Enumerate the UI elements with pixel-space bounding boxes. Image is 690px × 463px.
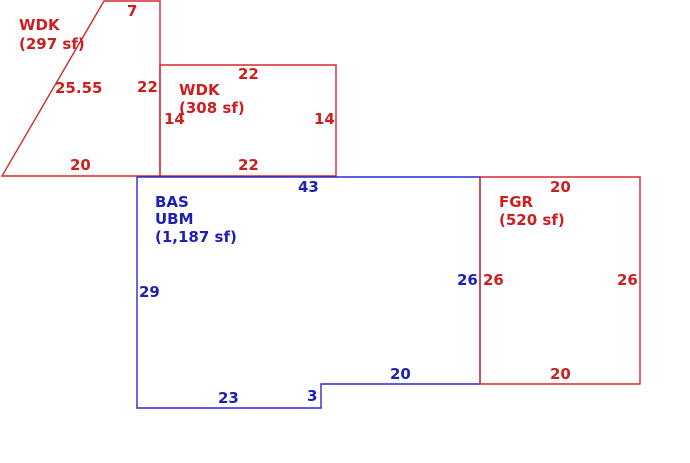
wdk-left-code: WDK [19, 16, 61, 34]
wdk-right-area-label: (308 sf) [179, 99, 245, 117]
wdk-right-code: WDK [179, 81, 221, 99]
bas-area-label: (1,187 sf) [155, 228, 237, 246]
wdk-right-dim-right: 14 [314, 110, 335, 128]
fgr-area-label: (520 sf) [499, 211, 565, 229]
bas-code-secondary: UBM [155, 210, 194, 228]
bas-dim-bottom-right: 20 [390, 365, 411, 383]
wdk-right-outline [159, 64, 337, 177]
wdk-right-dim-left: 14 [164, 110, 185, 128]
wdk-left-area: WDK (297 sf) 7 22 25.55 20 [0, 0, 161, 177]
bas-area: BAS UBM (1,187 sf) 43 29 26 20 3 23 [136, 176, 481, 409]
wdk-right-dim-bottom: 22 [238, 156, 259, 174]
bas-dim-bottom-left: 23 [218, 389, 239, 407]
bas-code: BAS [155, 193, 189, 211]
wdk-left-dim-top: 7 [127, 2, 137, 20]
fgr-dim-top: 20 [550, 178, 571, 196]
bas-dim-left: 29 [139, 283, 160, 301]
wdk-right-area: WDK (308 sf) 22 14 14 22 [159, 64, 337, 177]
wdk-right-dim-top: 22 [238, 65, 259, 83]
wdk-left-area-label: (297 sf) [19, 35, 85, 53]
bas-dim-top: 43 [298, 178, 319, 196]
fgr-outline [479, 176, 641, 385]
fgr-code: FGR [499, 193, 534, 211]
wdk-left-dim-bottom: 20 [70, 156, 91, 174]
fgr-dim-right: 26 [617, 271, 638, 289]
wdk-left-dim-right: 22 [137, 78, 158, 96]
fgr-area: FGR (520 sf) 20 26 26 20 [479, 176, 641, 385]
wdk-left-dim-slant: 25.55 [55, 79, 102, 97]
fgr-dim-left: 26 [483, 271, 504, 289]
bas-dim-step: 3 [307, 387, 317, 405]
fgr-dim-bottom: 20 [550, 365, 571, 383]
bas-dim-right: 26 [457, 271, 478, 289]
